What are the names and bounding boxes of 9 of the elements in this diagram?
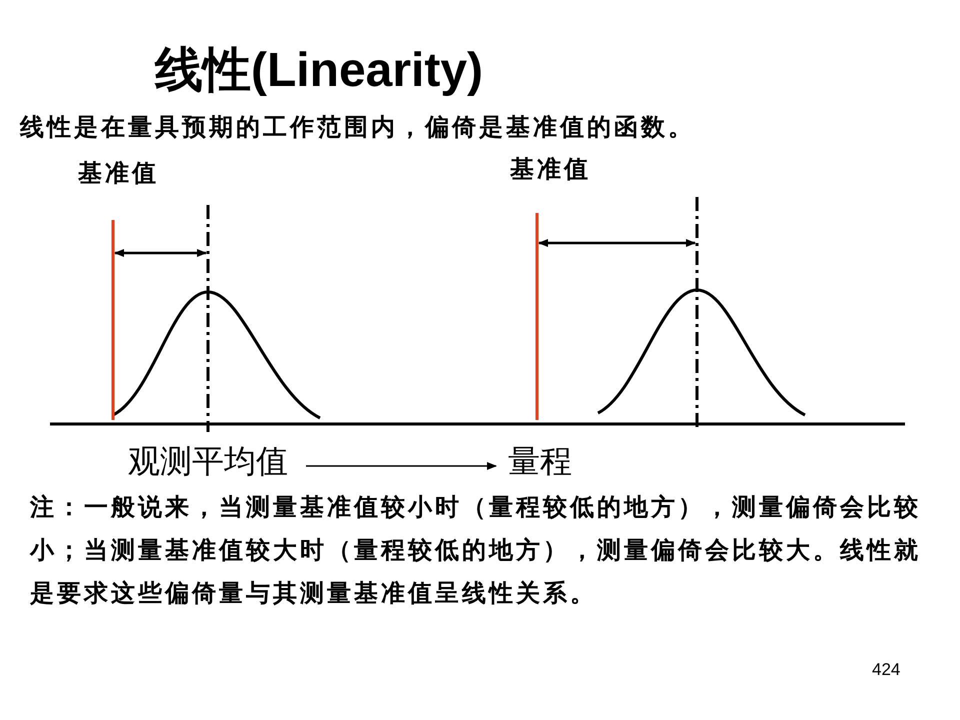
title: 线性(Linearity)	[155, 43, 484, 99]
arrow	[306, 462, 497, 470]
axis-label: 量程	[508, 440, 572, 484]
page-number: 424	[872, 660, 900, 680]
axis-caption: 基准值	[78, 158, 159, 189]
axis-label: 观测平均值	[128, 440, 288, 484]
subtitle: 线性是在量具预期的工作范围内，偏倚是基准值的函数。	[20, 112, 695, 143]
note: 注：一般说来，当测量基准值较小时（量程较低的地方），测量偏倚会比较小；当测量基准值较大时（量程较低的地方），测量偏倚会比较大。线性就是要求这些偏倚量与其测量基准值呈线性关系。	[30, 492, 922, 609]
axis-caption: 基准值	[510, 154, 591, 185]
